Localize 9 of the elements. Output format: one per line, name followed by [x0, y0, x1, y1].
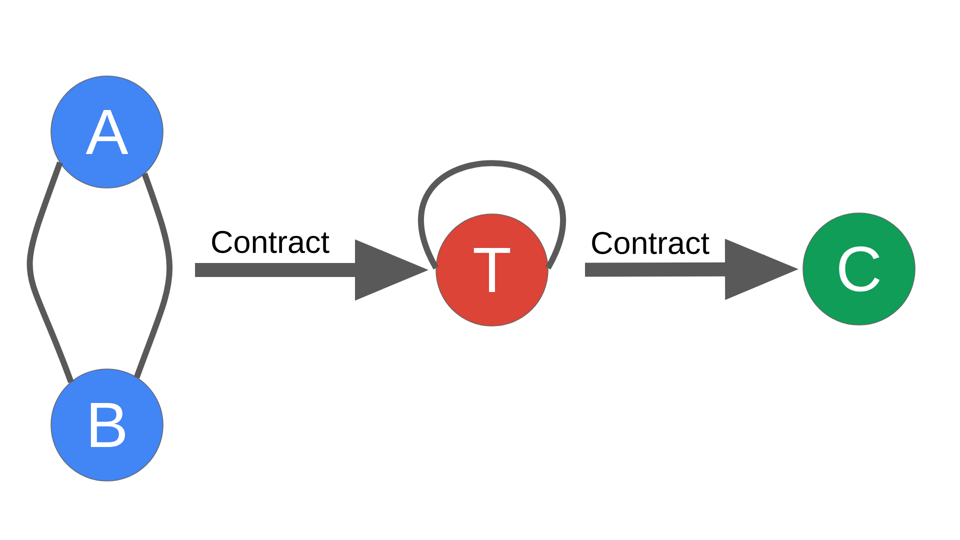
curved-line	[134, 172, 172, 379]
curved-line	[26, 161, 74, 384]
edge-label: Contract	[589, 230, 711, 256]
circle-node: A	[50, 76, 164, 188]
circle-node: T	[436, 214, 548, 326]
edge-label: Contract	[209, 230, 331, 254]
circle-node: C	[802, 212, 916, 326]
loop-line	[418, 160, 566, 270]
circle-node: B	[50, 368, 164, 482]
